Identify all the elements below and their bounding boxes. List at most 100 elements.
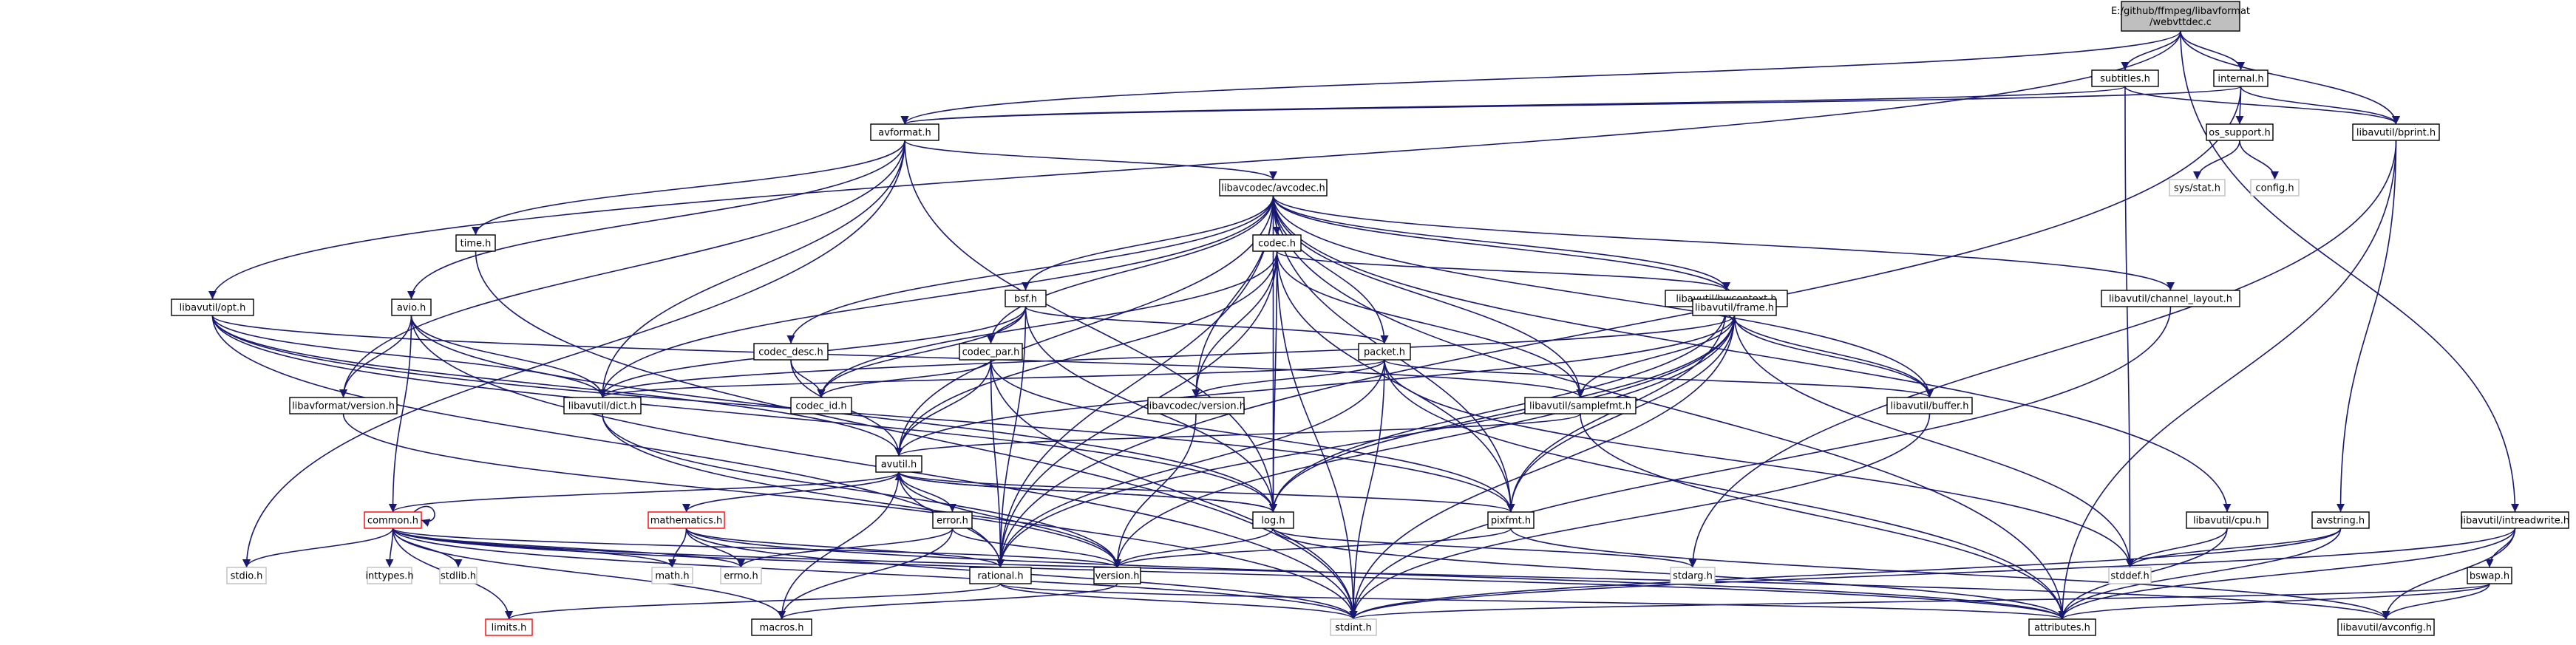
node-avio[interactable]: avio.h [391, 298, 432, 316]
edge-subtitles-to-stddef [2124, 86, 2135, 568]
edge-frame-to-stdint [1349, 315, 1736, 620]
node-label: stdlib.h [441, 571, 476, 582]
node-label: libavutil/opt.h [180, 303, 246, 314]
node-avutil[interactable]: avutil.h [875, 455, 922, 473]
node-buffer[interactable]: libavutil/buffer.h [1886, 397, 1973, 414]
edge-packet-to-attributes [1384, 359, 2067, 620]
node-mathematics[interactable]: mathematics.h [648, 511, 725, 529]
edge-rational-to-stdint [999, 583, 1358, 620]
edge-os_support-to-config [2239, 140, 2280, 180]
edge-channel_layout-to-stdint [1349, 306, 2172, 620]
node-label: time.h [461, 239, 492, 250]
node-avcodec[interactable]: libavcodec/avcodec.h [1219, 179, 1328, 197]
node-version[interactable]: version.h [1093, 567, 1141, 584]
edge-dict-to-stdint [602, 413, 1358, 620]
node-bsf[interactable]: bsf.h [1005, 290, 1047, 307]
node-pixfmt[interactable]: pixfmt.h [1487, 511, 1535, 529]
edge-log-to-attributes [1272, 528, 2067, 620]
edge-root-to-subtitles [2121, 30, 2181, 71]
node-rational[interactable]: rational.h [969, 567, 1032, 584]
node-box [2213, 69, 2269, 87]
node-time[interactable]: time.h [455, 234, 496, 252]
edge-common-to-stdio [242, 528, 394, 568]
node-codec-desc[interactable]: codec_desc.h [753, 343, 829, 361]
node-label: config.h [2255, 183, 2294, 194]
node-root[interactable]: E:/github/ffmpeg/libavformat/webvttdec.c [2111, 1, 2250, 32]
node-lavf-version[interactable]: libavformat/version.h [289, 397, 398, 414]
edge-buffer-to-stdint [1349, 413, 1931, 620]
node-error[interactable]: error.h [932, 511, 973, 529]
node-avstring[interactable]: avstring.h [2311, 511, 2370, 529]
edge-frame-to-log [1268, 315, 1736, 513]
node-frame[interactable]: libavutil/frame.h [1692, 298, 1777, 316]
node-os-support[interactable]: os_support.h [2206, 123, 2274, 141]
node-attributes[interactable]: attributes.h [2028, 618, 2096, 636]
node-box [1252, 234, 1302, 252]
edge-bprint-to-stdarg [1688, 140, 2397, 568]
node-label: errno.h [724, 571, 758, 582]
edge-codec-to-rational [996, 250, 1278, 568]
node-cpu[interactable]: libavutil/cpu.h [2186, 511, 2269, 529]
node-box [367, 567, 412, 584]
edge-avcodec-to-attributes [1272, 195, 2067, 620]
node-log[interactable]: log.h [1252, 511, 1294, 529]
node-common[interactable]: common.h [364, 511, 422, 529]
edge-avutil-to-version [898, 471, 1122, 568]
node-box [1005, 290, 1047, 307]
node-label: macros.h [760, 623, 804, 634]
node-dict[interactable]: libavutil/dict.h [563, 397, 642, 414]
edge-avstring-to-stddef [2126, 528, 2342, 568]
node-box [1886, 397, 1973, 414]
edge-packet-to-rational [996, 359, 1385, 568]
edge-common-to-common [413, 505, 435, 527]
node-label: error.h [937, 516, 968, 527]
node-internal[interactable]: internal.h [2213, 69, 2269, 87]
node-box [2108, 567, 2152, 584]
node-codec[interactable]: codec.h [1252, 234, 1302, 252]
node-opt[interactable]: libavutil/opt.h [171, 298, 254, 316]
node-packet[interactable]: packet.h [1358, 343, 1411, 361]
edge-avio-to-common [388, 315, 412, 513]
edge-hwcontext-to-buffer [1725, 306, 1934, 398]
node-bprint[interactable]: libavutil/bprint.h [2352, 123, 2440, 141]
edge-rational-to-attributes [999, 583, 2066, 620]
node-label: stddef.h [2110, 571, 2149, 582]
edge-mathematics-to-attributes [685, 528, 2067, 620]
node-label: libavutil/avconfig.h [2340, 623, 2432, 634]
node-channel-layout[interactable]: libavutil/channel_layout.h [2101, 290, 2240, 307]
edge-time-to-stdint [475, 250, 1358, 620]
node-limits[interactable]: limits.h [485, 618, 533, 636]
edge-avcodec-to-cpu [1272, 195, 2232, 513]
edge-codec-to-stdint [1276, 250, 1358, 620]
edge-packet-to-dict [598, 359, 1385, 398]
node-label: avformat.h [878, 128, 931, 139]
node-label: libavutil/dict.h [568, 401, 637, 412]
edge-avutil-to-pixfmt [898, 471, 1515, 513]
node-bswap[interactable]: bswap.h [2467, 567, 2512, 584]
edge-codec-to-codec_id [817, 250, 1278, 398]
node-samplefmt[interactable]: libavutil/samplefmt.h [1524, 397, 1637, 414]
node-label: attributes.h [2034, 623, 2090, 634]
edge-opt-to-samplefmt [211, 315, 1585, 398]
edge-error-to-errno [737, 528, 954, 568]
node-avformat[interactable]: avformat.h [870, 123, 939, 141]
edge-bprint-to-avstring [2336, 140, 2397, 513]
node-box [720, 567, 762, 584]
node-avconfig[interactable]: libavutil/avconfig.h [2337, 618, 2435, 636]
edge-packet-to-stddef [1384, 359, 2135, 568]
node-box [1487, 511, 1535, 529]
node-intreadwrite[interactable]: libavutil/intreadwrite.h [2461, 511, 2569, 529]
edge-avio-to-dict [410, 315, 607, 398]
node-label: math.h [655, 571, 689, 582]
node-codec-id[interactable]: codec_id.h [790, 397, 852, 414]
node-subtitles[interactable]: subtitles.h [2091, 69, 2159, 87]
header-nodes: E:/github/ffmpeg/libavformat/webvttdec.c… [171, 1, 2569, 636]
node-box [563, 397, 642, 414]
node-label: limits.h [492, 623, 527, 634]
node-macros[interactable]: macros.h [751, 618, 812, 636]
node-codec-par[interactable]: codec_par.h [959, 343, 1023, 361]
node-box [1330, 618, 1377, 636]
edge-avformat-to-avcodec [904, 140, 1277, 180]
node-lavc-version[interactable]: libavcodec/version.h [1146, 397, 1245, 414]
edge-avformat-to-log [904, 140, 1278, 513]
